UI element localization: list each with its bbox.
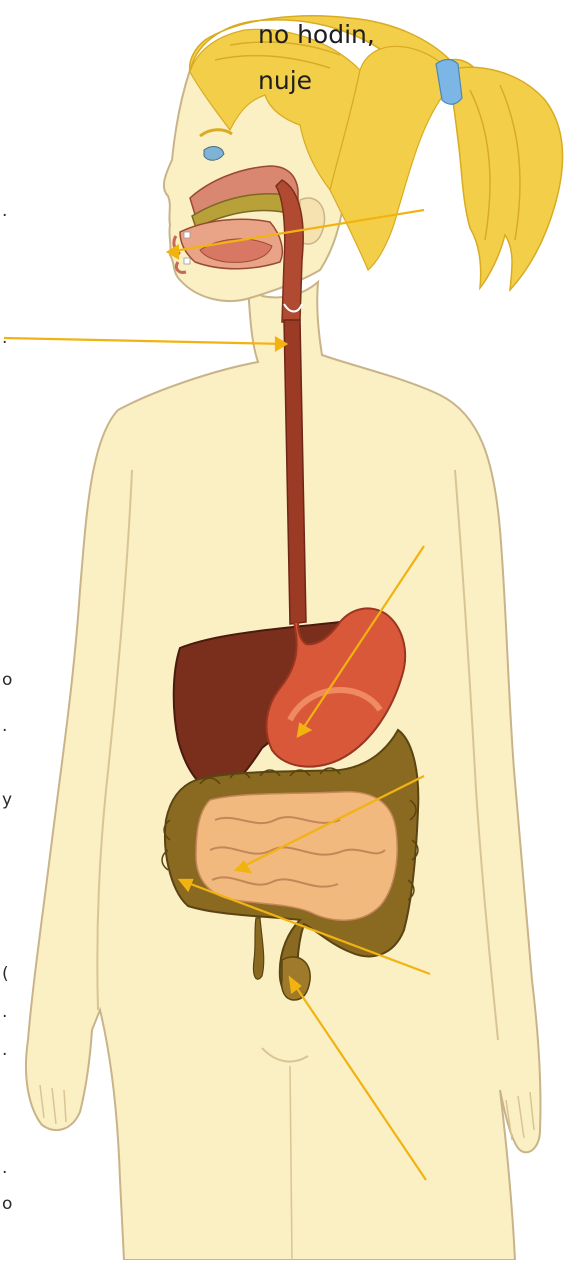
ponytail xyxy=(448,67,563,290)
edge-fragment: o xyxy=(2,1196,12,1213)
edge-fragment: y xyxy=(2,792,12,809)
intro-text-line-2: nuje xyxy=(258,68,312,93)
rectum xyxy=(282,957,311,1000)
edge-fragment: . xyxy=(2,1004,7,1021)
label-line-esophagus xyxy=(4,338,286,350)
edge-fragment: . xyxy=(2,1042,7,1059)
intro-text-line-1: no hodin, xyxy=(258,22,375,47)
edge-fragment: o xyxy=(2,672,12,689)
edge-fragment: . xyxy=(2,718,7,735)
edge-fragment: . xyxy=(2,203,7,220)
edge-fragment: ( xyxy=(2,966,9,983)
edge-fragment: . xyxy=(2,1160,7,1177)
edge-fragment: . xyxy=(2,330,7,347)
